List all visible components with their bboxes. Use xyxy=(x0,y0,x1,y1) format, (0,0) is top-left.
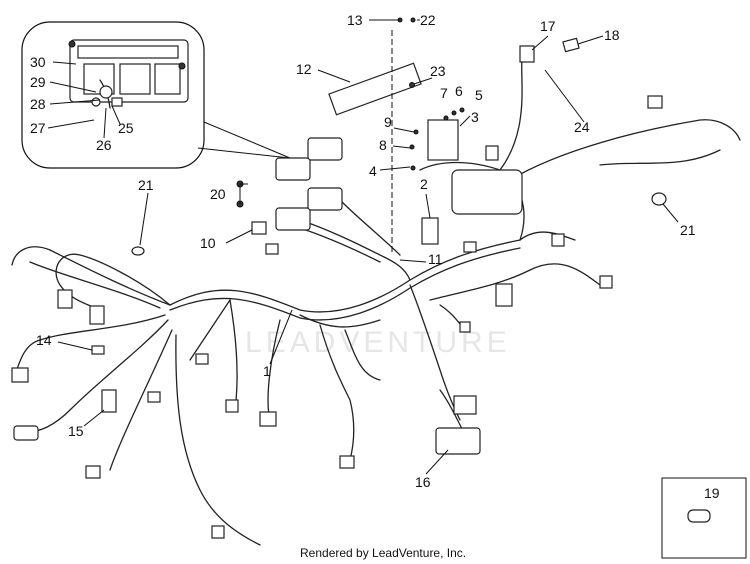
relay-10 xyxy=(251,221,267,235)
connector-mid-b xyxy=(551,233,565,247)
connector-right-top xyxy=(647,95,663,109)
connector-top-b xyxy=(485,145,499,161)
nut-4 xyxy=(410,165,416,171)
callout-10: 10 xyxy=(200,235,216,251)
connector-2 xyxy=(421,217,439,245)
connector-bracket-3 xyxy=(427,119,459,161)
callout-5: 5 xyxy=(475,87,483,103)
connector-mid-e xyxy=(195,353,209,365)
part-19-icon xyxy=(687,509,711,523)
inset-detail xyxy=(21,21,291,169)
callout-14: 14 xyxy=(36,332,52,348)
connector-left-mid xyxy=(11,367,29,383)
callout-24: 24 xyxy=(574,119,590,135)
callout-30: 30 xyxy=(30,54,46,70)
callout-12: 12 xyxy=(296,61,312,77)
connector-bottom-a xyxy=(339,455,355,469)
callout-21-left: 21 xyxy=(138,177,154,193)
fuse-block-main xyxy=(451,169,523,215)
connector-14 xyxy=(91,345,105,355)
connector-right-a xyxy=(495,283,513,307)
callout-6: 6 xyxy=(455,83,463,99)
screw-22 xyxy=(410,17,416,23)
relay-box-20b xyxy=(307,137,343,161)
render-credit: Rendered by LeadVenture, Inc. xyxy=(300,546,466,560)
callout-17: 17 xyxy=(540,18,556,34)
connector-right-b xyxy=(453,395,477,415)
relay-box-20 xyxy=(275,157,311,181)
callout-28: 28 xyxy=(30,96,46,112)
nut-5 xyxy=(459,107,465,113)
nut-7 xyxy=(443,115,449,121)
nut-9 xyxy=(413,129,419,135)
inset-frame xyxy=(21,21,205,169)
connector-top-left-a xyxy=(57,289,73,309)
callout-13: 13 xyxy=(347,12,363,28)
callout-20: 20 xyxy=(210,186,226,202)
callout-25: 25 xyxy=(118,120,134,136)
connector-mid-f xyxy=(147,391,161,403)
inset-pointer-line-2 xyxy=(197,147,291,159)
callout-29: 29 xyxy=(30,74,46,90)
connectors xyxy=(11,17,747,559)
watermark-text: LEADVENTURE xyxy=(245,326,511,359)
callout-8: 8 xyxy=(379,137,387,153)
callout-16: 16 xyxy=(415,474,431,490)
callout-23: 23 xyxy=(430,63,446,79)
bracket-12 xyxy=(328,62,422,116)
connector-top-c xyxy=(265,243,279,255)
connector-16 xyxy=(435,427,481,455)
connector-plug xyxy=(13,425,39,441)
nut-23 xyxy=(409,82,415,88)
connector-mid-d xyxy=(225,399,239,413)
callout-22: 22 xyxy=(420,12,436,28)
part-19-frame xyxy=(661,477,747,559)
callout-3: 3 xyxy=(471,109,479,125)
connector-left-low xyxy=(85,465,101,479)
fuse-box-detail xyxy=(68,39,189,109)
callout-9: 9 xyxy=(384,114,392,130)
callout-26: 26 xyxy=(96,137,112,153)
callout-1: 1 xyxy=(263,363,271,379)
callout-7: 7 xyxy=(440,85,448,101)
connector-mid-c xyxy=(459,321,471,333)
callout-2: 2 xyxy=(420,176,428,192)
callouts: 13 22 17 18 12 23 7 6 5 3 24 9 8 4 2 20 … xyxy=(30,12,720,501)
callout-21-right: 21 xyxy=(680,222,696,238)
connector-top-left-b xyxy=(89,305,105,325)
connector-bottom-c xyxy=(211,525,225,539)
clip-21-right xyxy=(651,192,667,206)
connector-mid-a xyxy=(463,241,477,253)
relay-box-20d xyxy=(307,187,343,211)
connector-15 xyxy=(101,389,117,413)
leader-lines xyxy=(47,19,679,475)
connector-bottom-b xyxy=(259,411,277,427)
callout-11: 11 xyxy=(428,251,443,267)
connector-18 xyxy=(562,37,580,53)
clip-21-left xyxy=(131,246,145,256)
connector-17 xyxy=(519,45,535,63)
callout-15: 15 xyxy=(68,423,84,439)
inset-pointer-line-1 xyxy=(203,121,291,159)
connector-right-far xyxy=(599,275,613,289)
callout-19: 19 xyxy=(704,485,720,501)
nut-6 xyxy=(451,110,457,116)
callout-27: 27 xyxy=(30,120,46,136)
callout-18: 18 xyxy=(604,27,620,43)
callout-4: 4 xyxy=(369,163,377,179)
nut-8 xyxy=(409,144,415,150)
relay-box-20c xyxy=(275,207,311,231)
